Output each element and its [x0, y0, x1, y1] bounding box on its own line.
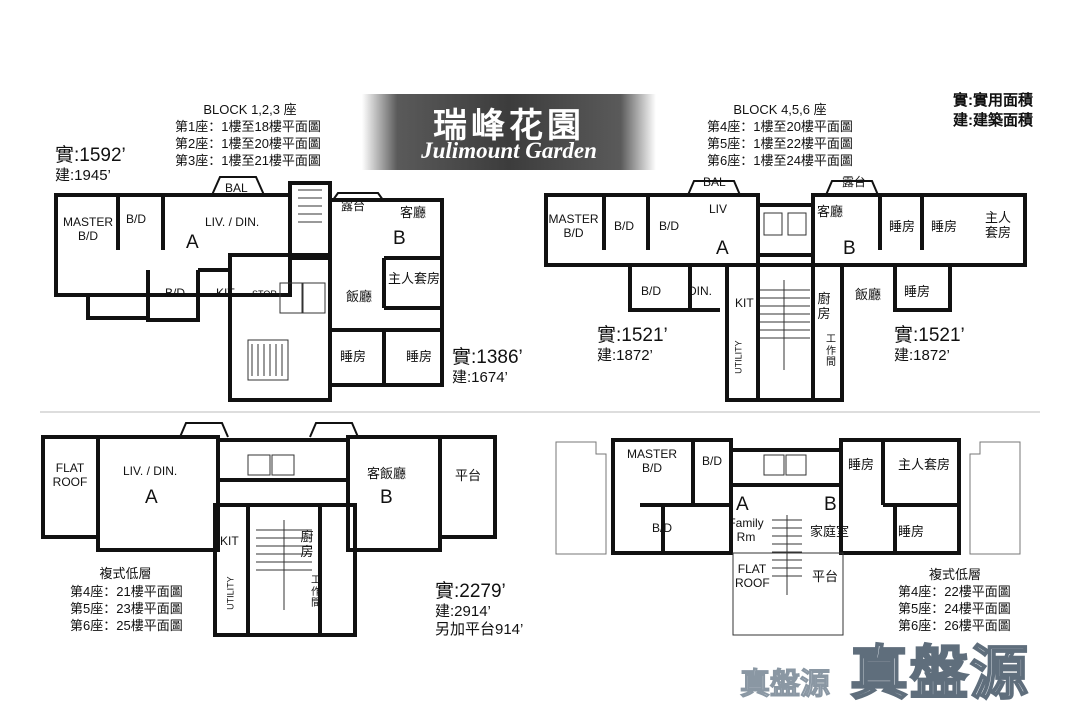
unit-letter-a: A	[716, 238, 729, 259]
room-utility: UTILITY	[225, 576, 236, 610]
room-master-suite: 主人 套房	[984, 210, 1011, 240]
block123-b-gross: 建:1674’	[452, 369, 508, 386]
duplex-left-line-1: 第4座：21樓平面圖	[70, 584, 183, 599]
block456-a-saleable: 實:1521’	[597, 325, 668, 346]
block456-a-gross: 建:1872’	[597, 347, 653, 364]
room-kit: KIT	[735, 296, 754, 310]
room-bedroom: 睡房	[889, 219, 916, 234]
block456-b-gross: 建:1872’	[894, 347, 950, 364]
block123-line-1: 第1座：1樓至18樓平面圖	[175, 119, 321, 134]
block123-b-saleable: 實:1386’	[452, 347, 523, 368]
room-bedroom: 睡房	[340, 349, 367, 364]
room-bal: BAL	[225, 181, 248, 195]
room-bal: BAL	[703, 175, 726, 189]
block123-a-saleable: 實:1592’	[55, 145, 126, 166]
room-bd: B/D	[702, 454, 723, 468]
room-living-dining: 客飯廳	[367, 466, 407, 481]
duplex-left-extra-terrace: 另加平台914’	[435, 621, 524, 638]
room-master-bd: MASTER B/D	[548, 212, 599, 240]
block123-a-gross: 建:1945’	[55, 167, 111, 184]
room-master-bd: MASTER B/D	[62, 215, 113, 243]
room-terrace: 平台	[812, 569, 839, 584]
room-din: DIN.	[688, 284, 712, 298]
room-living: 客廳	[400, 205, 427, 220]
room-flat-roof: FLAT ROOF	[52, 461, 88, 489]
unit-letter-b: B	[824, 494, 837, 515]
room-bd: B/D	[659, 219, 680, 233]
room-bd: B/D	[641, 284, 662, 298]
unit-letter-a: A	[736, 494, 749, 515]
room-family: Family Rm	[728, 516, 764, 544]
duplex-right-line-3: 第6座：26樓平面圖	[898, 618, 1011, 633]
room-utility: UTILITY	[733, 340, 744, 374]
room-dining: 飯廳	[855, 287, 882, 302]
unit-letter-a: A	[186, 232, 199, 253]
section-divider	[40, 411, 1040, 413]
block456-line-3: 第6座：1樓至24樓平面圖	[707, 153, 853, 168]
block456-b-saleable: 實:1521’	[894, 325, 965, 346]
plan-duplex-right	[555, 438, 1021, 636]
duplex-left-heading: 複式低層	[99, 566, 152, 581]
room-workroom: 工 作 間	[311, 575, 321, 609]
duplex-left-line-2: 第5座：23樓平面圖	[70, 601, 183, 616]
room-terrace: 平台	[455, 468, 482, 483]
room-bd: B/D	[126, 212, 147, 226]
room-kitchen: 廚 房	[817, 291, 831, 321]
duplex-left-line-3: 第6座：25樓平面圖	[70, 618, 183, 633]
watermark-small: 真盤源	[740, 668, 831, 702]
block123-line-2: 第2座：1樓至20樓平面圖	[175, 136, 321, 151]
room-master-suite: 主人套房	[898, 457, 951, 472]
room-stor: STOR	[252, 289, 277, 299]
room-terrace: 露台	[842, 175, 867, 189]
legend-gross: 建:建築面積	[953, 112, 1033, 129]
room-bd: B/D	[652, 521, 673, 535]
unit-letter-a: A	[145, 487, 158, 508]
unit-letter-b: B	[843, 238, 856, 259]
room-dining: 飯廳	[346, 289, 373, 304]
watermark-logo: 真盤源	[849, 639, 1031, 707]
legend-saleable: 實:實用面積	[953, 92, 1033, 109]
room-bedroom: 睡房	[848, 457, 875, 472]
duplex-right-heading: 複式低層	[928, 567, 981, 582]
room-bedroom: 睡房	[904, 284, 931, 299]
title-banner: 瑞峰花園 Julimount Garden	[362, 94, 656, 170]
room-kit: KIT	[220, 534, 239, 548]
room-workroom: 工 作 間	[826, 334, 836, 368]
plan-block123	[54, 176, 444, 402]
room-liv-din: LIV. / DIN.	[123, 464, 178, 478]
room-liv: LIV	[709, 202, 728, 216]
block123-heading: BLOCK 1,2,3 座	[203, 102, 297, 117]
block456-heading: BLOCK 4,5,6 座	[733, 102, 827, 117]
room-kitchen: 廚 房	[300, 529, 314, 559]
title-english: Julimount Garden	[421, 138, 597, 163]
room-bedroom: 睡房	[898, 524, 925, 539]
block456-line-2: 第5座：1樓至22樓平面圖	[707, 136, 853, 151]
block456-line-1: 第4座：1樓至20樓平面圖	[707, 119, 853, 134]
plan-duplex-left	[41, 422, 497, 637]
room-master-suite: 主人套房	[388, 271, 441, 286]
duplex-right-line-1: 第4座：22樓平面圖	[898, 584, 1011, 599]
duplex-right-line-2: 第5座：24樓平面圖	[898, 601, 1011, 616]
block123-line-3: 第3座：1樓至21樓平面圖	[175, 153, 321, 168]
room-living: 客廳	[817, 204, 844, 219]
room-bedroom: 睡房	[406, 349, 433, 364]
room-bd: B/D	[614, 219, 635, 233]
room-flat-roof: FLAT ROOF	[735, 562, 770, 590]
plan-block456	[544, 180, 1027, 402]
room-kit: KIT	[216, 286, 235, 300]
room-terrace: 露台	[341, 199, 366, 213]
room-master-bd: MASTER B/D	[626, 447, 677, 475]
unit-letter-b: B	[393, 228, 406, 249]
room-bd: B/D	[165, 286, 186, 300]
duplex-left-saleable: 實:2279’	[435, 581, 506, 602]
duplex-left-gross: 建:2914’	[435, 603, 491, 620]
room-liv-din: LIV. / DIN.	[205, 215, 260, 229]
unit-letter-b: B	[380, 487, 393, 508]
room-family-zh: 家庭室	[810, 524, 850, 539]
title-chinese: 瑞峰花園	[433, 106, 585, 146]
room-bedroom: 睡房	[931, 219, 958, 234]
